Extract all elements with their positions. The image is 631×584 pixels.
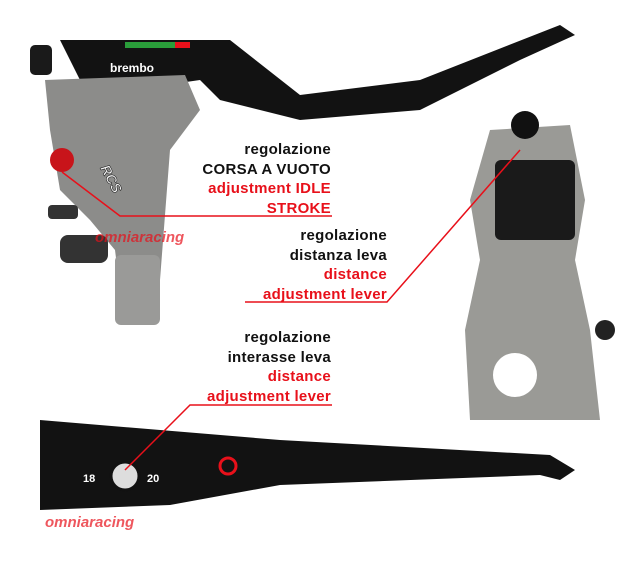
- lever-black: [60, 25, 575, 120]
- label-en: distance: [267, 368, 331, 385]
- leader-line-idle-stroke: [61, 171, 332, 217]
- annotation-idle-stroke: regolazione CORSA A VUOTO adjustment IDL…: [202, 140, 331, 218]
- reservoir: [115, 255, 160, 325]
- annotation-lever-distance: regolazione distanza leva distance adjus…: [263, 226, 387, 304]
- top-view: 18 20 omniaracing: [40, 420, 575, 531]
- flag-stripe: [175, 42, 190, 48]
- label-it: CORSA A VUOTO: [202, 160, 331, 178]
- label-it: regolazione: [244, 141, 331, 158]
- fitting: [595, 320, 615, 340]
- banjo: [60, 235, 108, 263]
- handlebar-clamp: [493, 353, 537, 397]
- leader-lines: [61, 149, 521, 471]
- lever-pivot: [495, 160, 575, 240]
- knob: [30, 45, 52, 75]
- annotation-lever-interaxis: regolazione interasse leva distance adju…: [207, 328, 331, 406]
- watermark-logo: omniaracing: [95, 229, 184, 246]
- watermark-logo: omniaracing: [45, 514, 134, 531]
- label-en: distance: [323, 266, 387, 283]
- label-it: interasse leva: [227, 348, 331, 366]
- label-it: distanza leva: [289, 246, 387, 264]
- label-en: adjustment IDLE: [208, 180, 331, 197]
- brand-logo: brembo: [110, 61, 154, 75]
- front-view: [465, 111, 615, 420]
- dial-left: 18: [83, 473, 95, 485]
- lever-black: [40, 420, 575, 510]
- label-en: adjustment lever: [262, 285, 387, 303]
- label-it: regolazione: [300, 227, 387, 244]
- idle-stroke-knob: [50, 148, 74, 172]
- brembo-emblem: [218, 456, 238, 476]
- fitting: [48, 205, 78, 219]
- dial-right: 20: [147, 473, 159, 485]
- label-en: STROKE: [266, 199, 331, 217]
- adjuster-dial: [109, 460, 141, 492]
- flag-stripe: [125, 42, 175, 48]
- adjuster-knob: [511, 111, 539, 139]
- leader-line-distance: [245, 149, 521, 303]
- side-view: brembo RCS omniaracing: [30, 25, 575, 325]
- body-grey: [45, 75, 200, 290]
- leader-line-interaxis: [124, 404, 332, 471]
- label-it: regolazione: [244, 329, 331, 346]
- label-en: adjustment lever: [206, 387, 331, 405]
